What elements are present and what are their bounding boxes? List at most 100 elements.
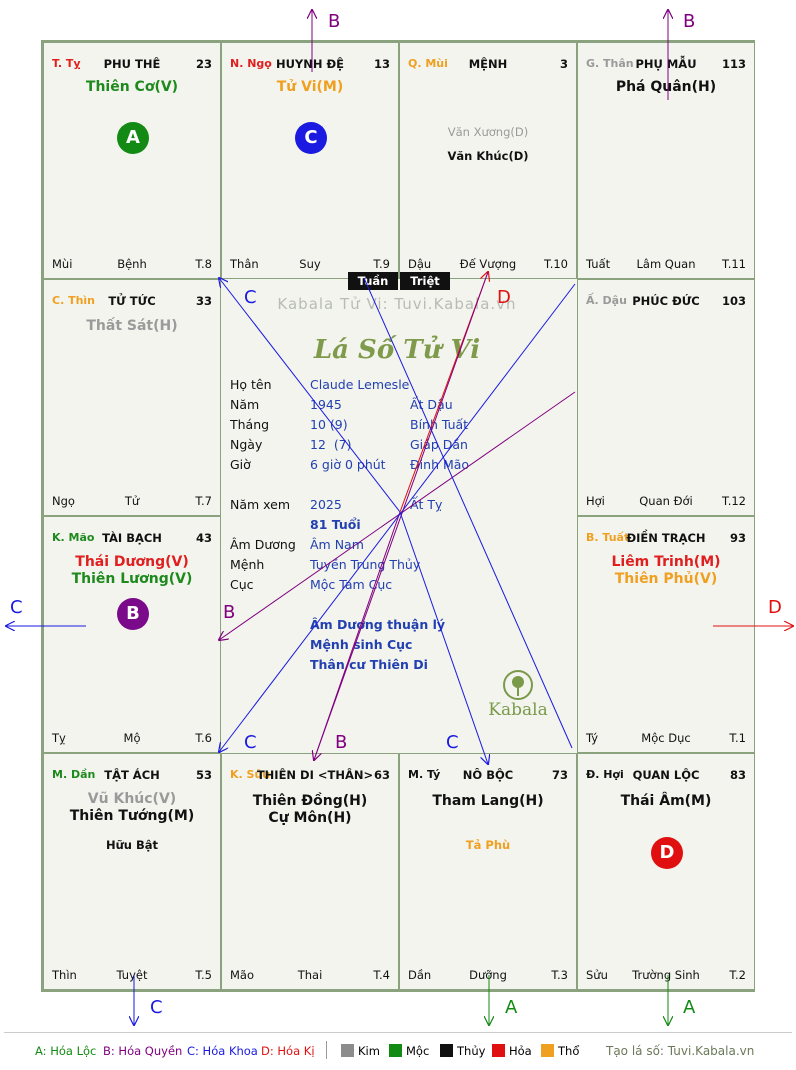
palace-tai-bach[interactable]: K. Mão TÀI BẠCH 43 Thái Dương(V) Thiên L…	[43, 516, 221, 753]
legend-tho-label: Thổ	[558, 1044, 580, 1058]
center-panel: Kabala Tử Vi: Tuvi.Kabala.vn Lá Số Tử Vi…	[219, 277, 575, 753]
palace-phu-the[interactable]: T. Tỵ PHU THÊ 23 Thiên Cơ(V) A Mùi Bệnh …	[43, 42, 221, 279]
value-tuoi: 81 Tuổi	[310, 517, 361, 532]
star-main: Tham Lang(H)	[432, 793, 544, 809]
palace-number: 53	[195, 768, 212, 782]
palace-phuc-duc[interactable]: Ấ. Dậu PHÚC ĐỨC 103 Hợi Quan Đới T.12	[577, 279, 755, 516]
kabala-logo: Kabala	[483, 670, 553, 720]
star-main: Thiên Tướng(M)	[69, 808, 195, 824]
note-2: Mệnh sinh Cục	[310, 637, 413, 652]
legend-hoa-ki: D: Hóa Kị	[261, 1044, 315, 1058]
palace-phase: Tuyệt	[116, 968, 148, 982]
star-main: Vũ Khúc(V)	[87, 791, 177, 807]
label-cuc: Cục	[230, 577, 254, 592]
palace-phase: Mộ	[123, 731, 141, 745]
palace-quan-loc[interactable]: Đ. Hợi QUAN LỘC 83 Thái Âm(M) D Sửu Trườ…	[577, 753, 755, 990]
tuan-tag: Tuần	[348, 272, 398, 290]
value-gio-canchi: Đinh Mão	[410, 457, 470, 472]
star-minor: Tả Phù	[465, 838, 511, 852]
legend-hoa-label: Hỏa	[509, 1044, 532, 1058]
palace-name: ĐIỀN TRẠCH	[626, 531, 706, 545]
moc-swatch	[389, 1044, 402, 1057]
arrow-label: B	[335, 732, 348, 753]
center-title: Lá Số Tử Vi	[313, 335, 481, 365]
star-main: Cự Môn(H)	[268, 810, 352, 826]
palace-number: 83	[729, 768, 746, 782]
triet-tag: Triệt	[400, 272, 450, 290]
arrow-label: D	[768, 597, 782, 618]
palace-month: T.12	[722, 494, 746, 508]
star-main: Thái Dương(V)	[75, 554, 189, 570]
palace-branch: Ngọ	[52, 494, 75, 508]
legend-hoa-khoa: C: Hóa Khoa	[187, 1044, 258, 1058]
palace-branch: Thân	[230, 257, 259, 271]
palace-month: T.4	[373, 968, 390, 982]
palace-name: TỬ TỨC	[108, 294, 156, 308]
palace-number: 103	[721, 294, 746, 308]
legend-hoa-loc: A: Hóa Lộc	[35, 1044, 97, 1058]
palace-number: 73	[551, 768, 568, 782]
label-menh: Mệnh	[230, 557, 265, 572]
palace-number: 93	[729, 531, 746, 545]
palace-month: T.6	[195, 731, 212, 745]
label-thang: Tháng	[230, 417, 270, 432]
palace-number: 13	[373, 57, 390, 71]
palace-can: M. Dần	[52, 768, 96, 781]
label-ho-ten: Họ tên	[230, 377, 272, 392]
palace-name: TẬT ÁCH	[104, 768, 160, 782]
palace-month: T.5	[195, 968, 212, 982]
palace-name: THIÊN DI <THÂN>	[256, 768, 374, 782]
palace-branch: Tuất	[586, 257, 611, 271]
palace-can: Q. Mùi	[408, 57, 448, 70]
palace-dien-trach[interactable]: B. Tuất ĐIỀN TRẠCH 93 Liêm Trinh(M) Thiê…	[577, 516, 755, 753]
arrow-label: C	[244, 287, 257, 308]
palace-menh[interactable]: Q. Mùi MỆNH 3 Văn Xương(D) Văn Khúc(D) D…	[399, 42, 577, 279]
palace-thien-di[interactable]: K. Sửu THIÊN DI <THÂN> 63 Thiên Đồng(H) …	[221, 753, 399, 990]
palace-branch: Dậu	[408, 257, 432, 271]
legend-moc-label: Mộc	[406, 1044, 430, 1058]
arrow-label: C	[244, 732, 257, 753]
palace-tat-ach[interactable]: M. Dần TẬT ÁCH 53 Vũ Khúc(V) Thiên Tướng…	[43, 753, 221, 990]
legend-kim: Kim	[341, 1044, 380, 1058]
palace-can: B. Tuất	[586, 531, 630, 544]
palace-branch: Tý	[586, 731, 599, 745]
palace-month: T.3	[551, 968, 568, 982]
palace-number: 63	[373, 768, 390, 782]
palace-month: T.8	[195, 257, 212, 271]
value-nam-xem-canchi: Ất Tỵ	[410, 497, 443, 512]
arrow-label: A	[505, 997, 518, 1018]
kim-swatch	[341, 1044, 354, 1057]
hoa-loc-circle: A	[117, 122, 149, 154]
palace-number: 43	[195, 531, 212, 545]
palace-name: MỆNH	[468, 57, 508, 71]
label-nam-xem: Năm xem	[230, 497, 291, 512]
legend-bar: A: Hóa Lộc B: Hóa Quyền C: Hóa Khoa D: H…	[0, 1032, 796, 1070]
tho-swatch	[541, 1044, 554, 1057]
label-am-duong: Âm Dương	[230, 537, 296, 552]
value-cuc: Mộc Tam Cục	[310, 577, 393, 592]
arrow-label: C	[150, 997, 163, 1018]
palace-no-boc[interactable]: M. Tý NÔ BỘC 73 Tham Lang(H) Tả Phù Dần …	[399, 753, 577, 990]
legend-kim-label: Kim	[358, 1044, 380, 1058]
label-ngay: Ngày	[230, 437, 263, 452]
value-nam: 1945	[310, 397, 342, 412]
legend-hoa-quyen: B: Hóa Quyền	[103, 1044, 183, 1058]
palace-can: Đ. Hợi	[586, 768, 624, 781]
value-am-duong: Âm Nam	[310, 537, 364, 552]
hoa-ki-circle: D	[651, 837, 683, 869]
arrow-label: B	[223, 602, 236, 623]
star-main: Thiên Lương(V)	[71, 571, 193, 587]
star-main: Thái Âm(M)	[620, 793, 712, 809]
credit-link[interactable]: Tạo lá số: Tuvi.Kabala.vn	[606, 1044, 755, 1058]
star-main: Tử Vi(M)	[276, 79, 344, 95]
note-3: Thân cư Thiên Di	[310, 657, 428, 672]
palace-number: 33	[195, 294, 212, 308]
palace-phu-mau[interactable]: G. Thân PHỤ MẪU 113 Phá Quân(H) Tuất Lâm…	[577, 42, 755, 279]
palace-huynh-de[interactable]: N. Ngọ HUYNH ĐỆ 13 Tử Vi(M) C Thân Suy T…	[221, 42, 399, 279]
palace-branch: Dần	[408, 968, 432, 982]
palace-phase: Dưỡng	[469, 968, 507, 982]
palace-branch: Thìn	[52, 968, 77, 982]
palace-can: T. Tỵ	[52, 57, 81, 70]
palace-branch: Mùi	[52, 257, 73, 271]
palace-tu-tuc[interactable]: C. Thìn TỬ TỨC 33 Thất Sát(H) Ngọ Tử T.7	[43, 279, 221, 516]
